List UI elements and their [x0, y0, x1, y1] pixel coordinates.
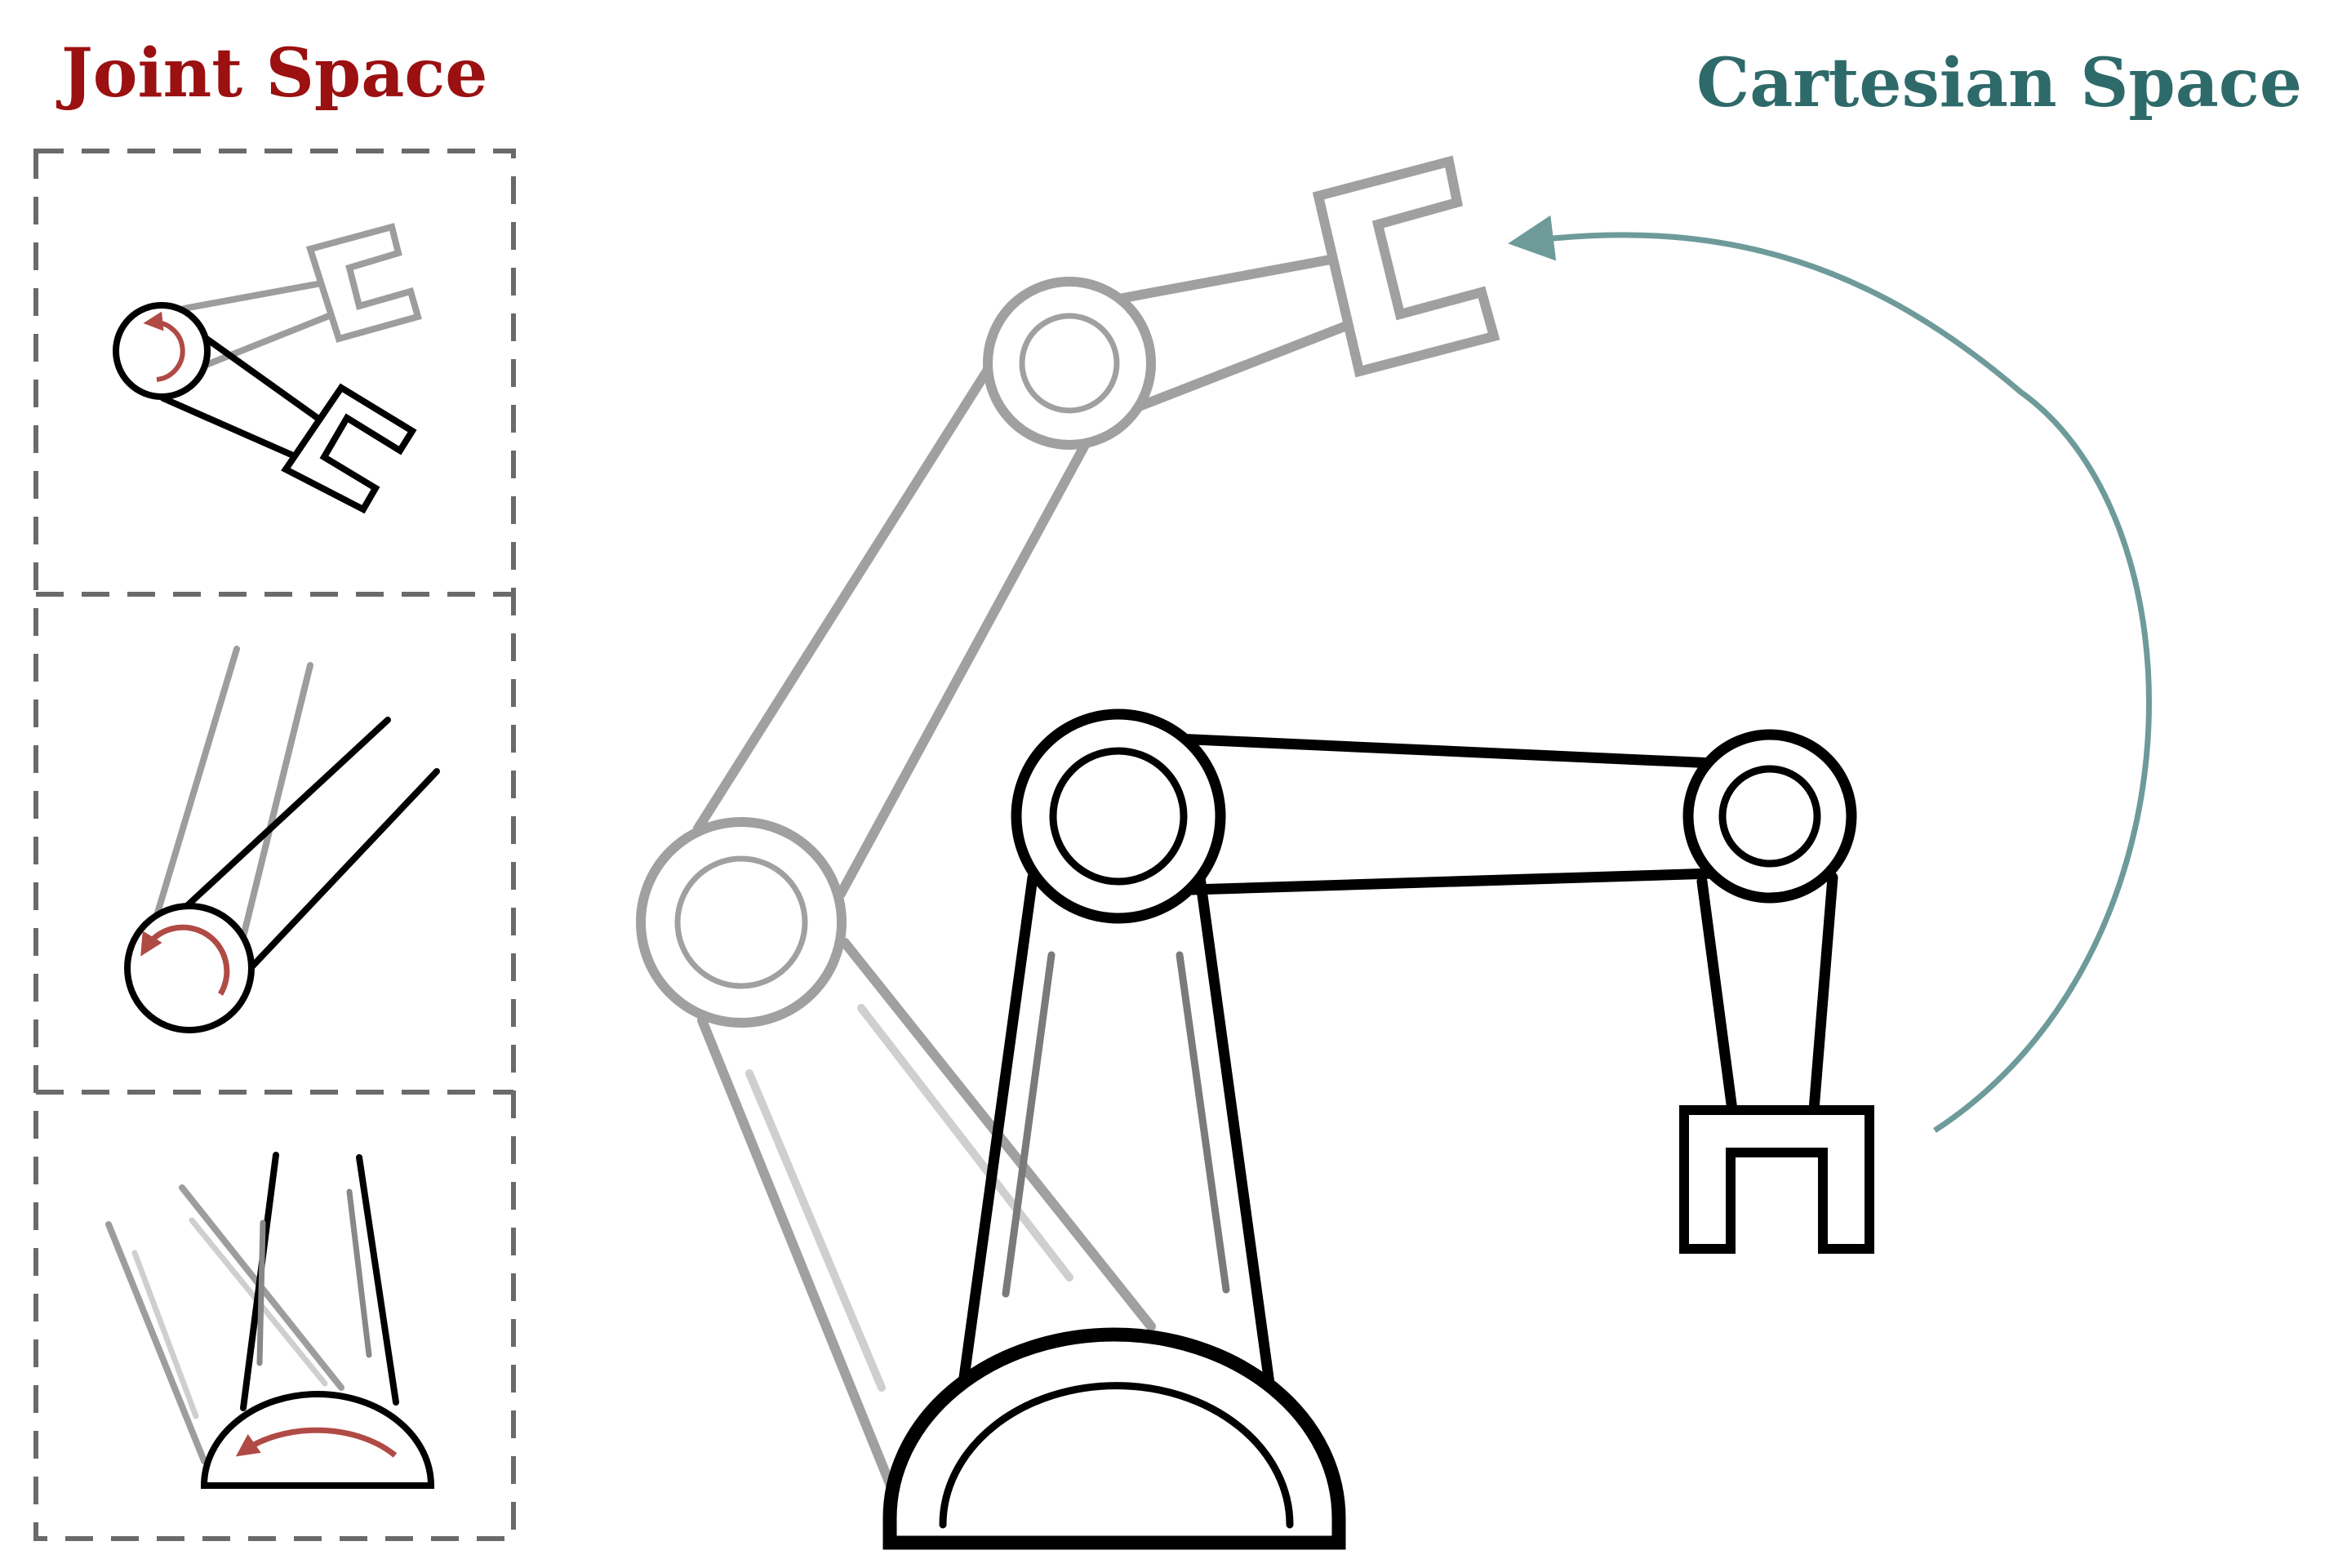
curved-arrow-icon: [235, 1427, 398, 1458]
base-dome: [200, 1391, 435, 1489]
curved-arrow-icon: [143, 311, 185, 382]
base-dome: [882, 1327, 1346, 1550]
gripper-icon: [281, 383, 417, 514]
arc-arrow-icon: [1508, 215, 2152, 1133]
cartesian-space-diagram: [636, 155, 2152, 1550]
current-pose: [240, 1152, 399, 1411]
previous-pose: [180, 223, 422, 377]
current-pose: [175, 717, 440, 971]
joint-circle-icon: [1011, 708, 1226, 924]
joint-circle-icon: [113, 302, 211, 400]
previous-robot-pose: [636, 155, 1500, 1499]
previous-pose: [148, 646, 313, 950]
joint-space-title: Joint Space: [56, 34, 487, 113]
cartesian-space-title: Cartesian Space: [1696, 44, 2302, 122]
joint-circle-icon: [1682, 729, 1857, 904]
joint-circle-icon: [983, 277, 1156, 450]
panel-border: [33, 149, 516, 1541]
panel-base: [105, 1152, 435, 1489]
panel-wrist: [113, 223, 422, 514]
joint-space-panels: [33, 149, 516, 1541]
panel-elbow: [124, 646, 440, 1033]
joint-circle-icon: [124, 903, 255, 1033]
inner-pose-lines: [256, 1188, 372, 1366]
joint-circle-icon: [636, 817, 847, 1028]
current-robot-pose: [882, 708, 1874, 1550]
gripper-icon: [1679, 1105, 1874, 1254]
gripper-icon: [305, 223, 422, 343]
curved-arrow-icon: [140, 924, 230, 996]
gripper-icon: [1312, 155, 1500, 378]
